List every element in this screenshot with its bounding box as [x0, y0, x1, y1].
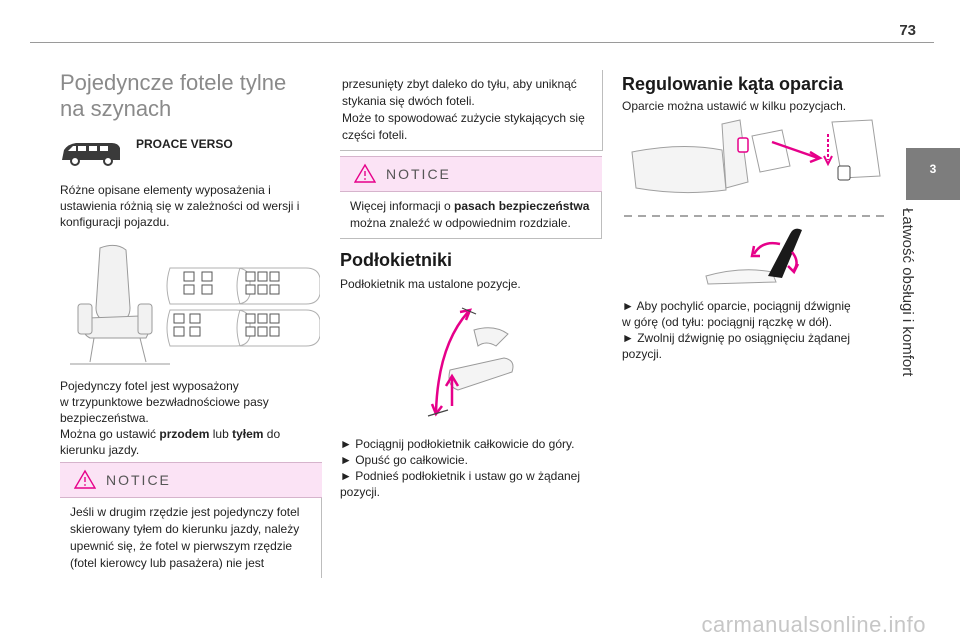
seat-para-line-3: bezpieczeństwa. [60, 411, 149, 425]
notice-line-2: skierowany tyłem do kierunku jazdy, nale… [70, 522, 300, 536]
single-seat-illustration [70, 244, 320, 365]
backrest-intro: Oparcie można ustawić w kilku pozycjach. [622, 99, 847, 113]
armrest-illustration [427, 307, 514, 417]
notice-line-3: upewnić się, że fotel w pierwszym rzędzi… [70, 539, 293, 553]
intro-line-1: Różne opisane elementy wyposażenia i [60, 183, 271, 197]
cont-line-4: części foteli. [342, 128, 408, 142]
chapter-tab[interactable] [906, 148, 960, 200]
notice2-line-2: można znaleźć w odpowiednim rozdziale. [350, 216, 571, 230]
notice-label: NOTICE [106, 472, 171, 488]
seatbelts-link-text: pasach bezpieczeństwa [454, 199, 590, 213]
warning-icon [74, 469, 96, 489]
notice2-line-1: Więcej informacji o pasach bezpieczeństw… [350, 198, 591, 215]
notice-line-4: (fotel kierowcy lub pasażera) nie jest [70, 556, 265, 570]
seat-para-text-c: lub [209, 427, 233, 441]
armrest-step-1: ► Pociągnij podłokietnik całkowicie do g… [340, 437, 575, 451]
seat-para-line-4: Można go ustawić przodem lub tyłem do [60, 426, 280, 442]
notice-body-2: Więcej informacji o pasach bezpieczeństw… [340, 192, 602, 239]
backrest-illustration [624, 119, 884, 285]
notice-header-2: NOTICE [340, 156, 602, 192]
notice-body: Jeśli w drugim rzędzie jest pojedynczy f… [60, 498, 322, 578]
notice-line-1: Jeśli w drugim rzędzie jest pojedynczy f… [70, 505, 300, 519]
backrest-title: Regulowanie kąta oparcia [622, 74, 844, 94]
seat-para-line-2: w trzypunktowe bezwładnościowe pasy [60, 395, 269, 409]
notice-continuation: przesunięty zbyt daleko do tyłu, aby uni… [340, 70, 603, 151]
backrest-step-2-line-1: ► Zwolnij dźwignię po osiągnięciu żądane… [622, 331, 851, 345]
warning-icon [354, 163, 376, 183]
seat-para-bold-backward: tyłem [232, 427, 264, 441]
armrest-step-2: ► Opuść go całkowicie. [340, 453, 468, 467]
notice-header: NOTICE [60, 462, 322, 498]
cont-line-1: przesunięty zbyt daleko do tyłu, aby uni… [342, 77, 577, 91]
backrest-step-1-line-2: w górę (od tyłu: pociągnij rączkę w dół)… [622, 315, 833, 329]
watermark: carmanualsonline.info [701, 612, 926, 637]
armrest-step-3-line-2: pozycji. [340, 485, 381, 499]
chapter-number: 3 [929, 162, 937, 176]
seat-para-line-1: Pojedynczy fotel jest wyposażony [60, 379, 239, 393]
notice-box-rear-facing: NOTICE Jeśli w drugim rzędzie jest pojed… [60, 462, 322, 578]
backrest-step-2-line-2: pozycji. [622, 347, 663, 361]
notice2-text: Więcej informacji o [350, 199, 455, 213]
armrest-title: Podłokietniki [340, 250, 453, 270]
header-divider [30, 42, 934, 43]
section-title-line2: na szynach [60, 96, 172, 121]
intro-line-3: konfiguracji pojazdu. [60, 215, 170, 229]
vehicle-label: PROACE VERSO [136, 137, 233, 151]
notice-continuation-body: przesunięty zbyt daleko do tyłu, aby uni… [340, 70, 602, 150]
armrest-step-3-line-1: ► Podnieś podłokietnik i ustaw go w żąda… [340, 469, 581, 483]
chapter-title: Łatwość obsługi i komfort [899, 208, 916, 377]
armrest-intro: Podłokietnik ma ustalone pozycje. [340, 277, 521, 291]
seat-para-text-e: do [263, 427, 281, 441]
van-icon [62, 143, 120, 166]
seat-para-bold-forward: przodem [159, 427, 210, 441]
chapter-title-wrap: Łatwość obsługi i komfort [899, 208, 928, 408]
backrest-step-1-line-1: ► Aby pochylić oparcie, pociągnij dźwign… [622, 299, 851, 313]
notice-box-seatbelts: NOTICE Więcej informacji o pasach bezpie… [340, 156, 602, 239]
notice-label-2: NOTICE [386, 166, 451, 182]
cont-line-2: stykania się dwóch foteli. [342, 94, 475, 108]
seat-para-line-5: kierunku jazdy. [60, 443, 140, 457]
intro-line-2: ustawienia różnią się w zależności od we… [60, 199, 300, 213]
page-number: 73 [899, 22, 916, 39]
section-title-line1: Pojedyncze fotele tylne [60, 70, 287, 95]
cont-line-3: Może to spowodować zużycie stykających s… [342, 111, 585, 125]
seat-para-text-a: Można go ustawić [60, 427, 160, 441]
